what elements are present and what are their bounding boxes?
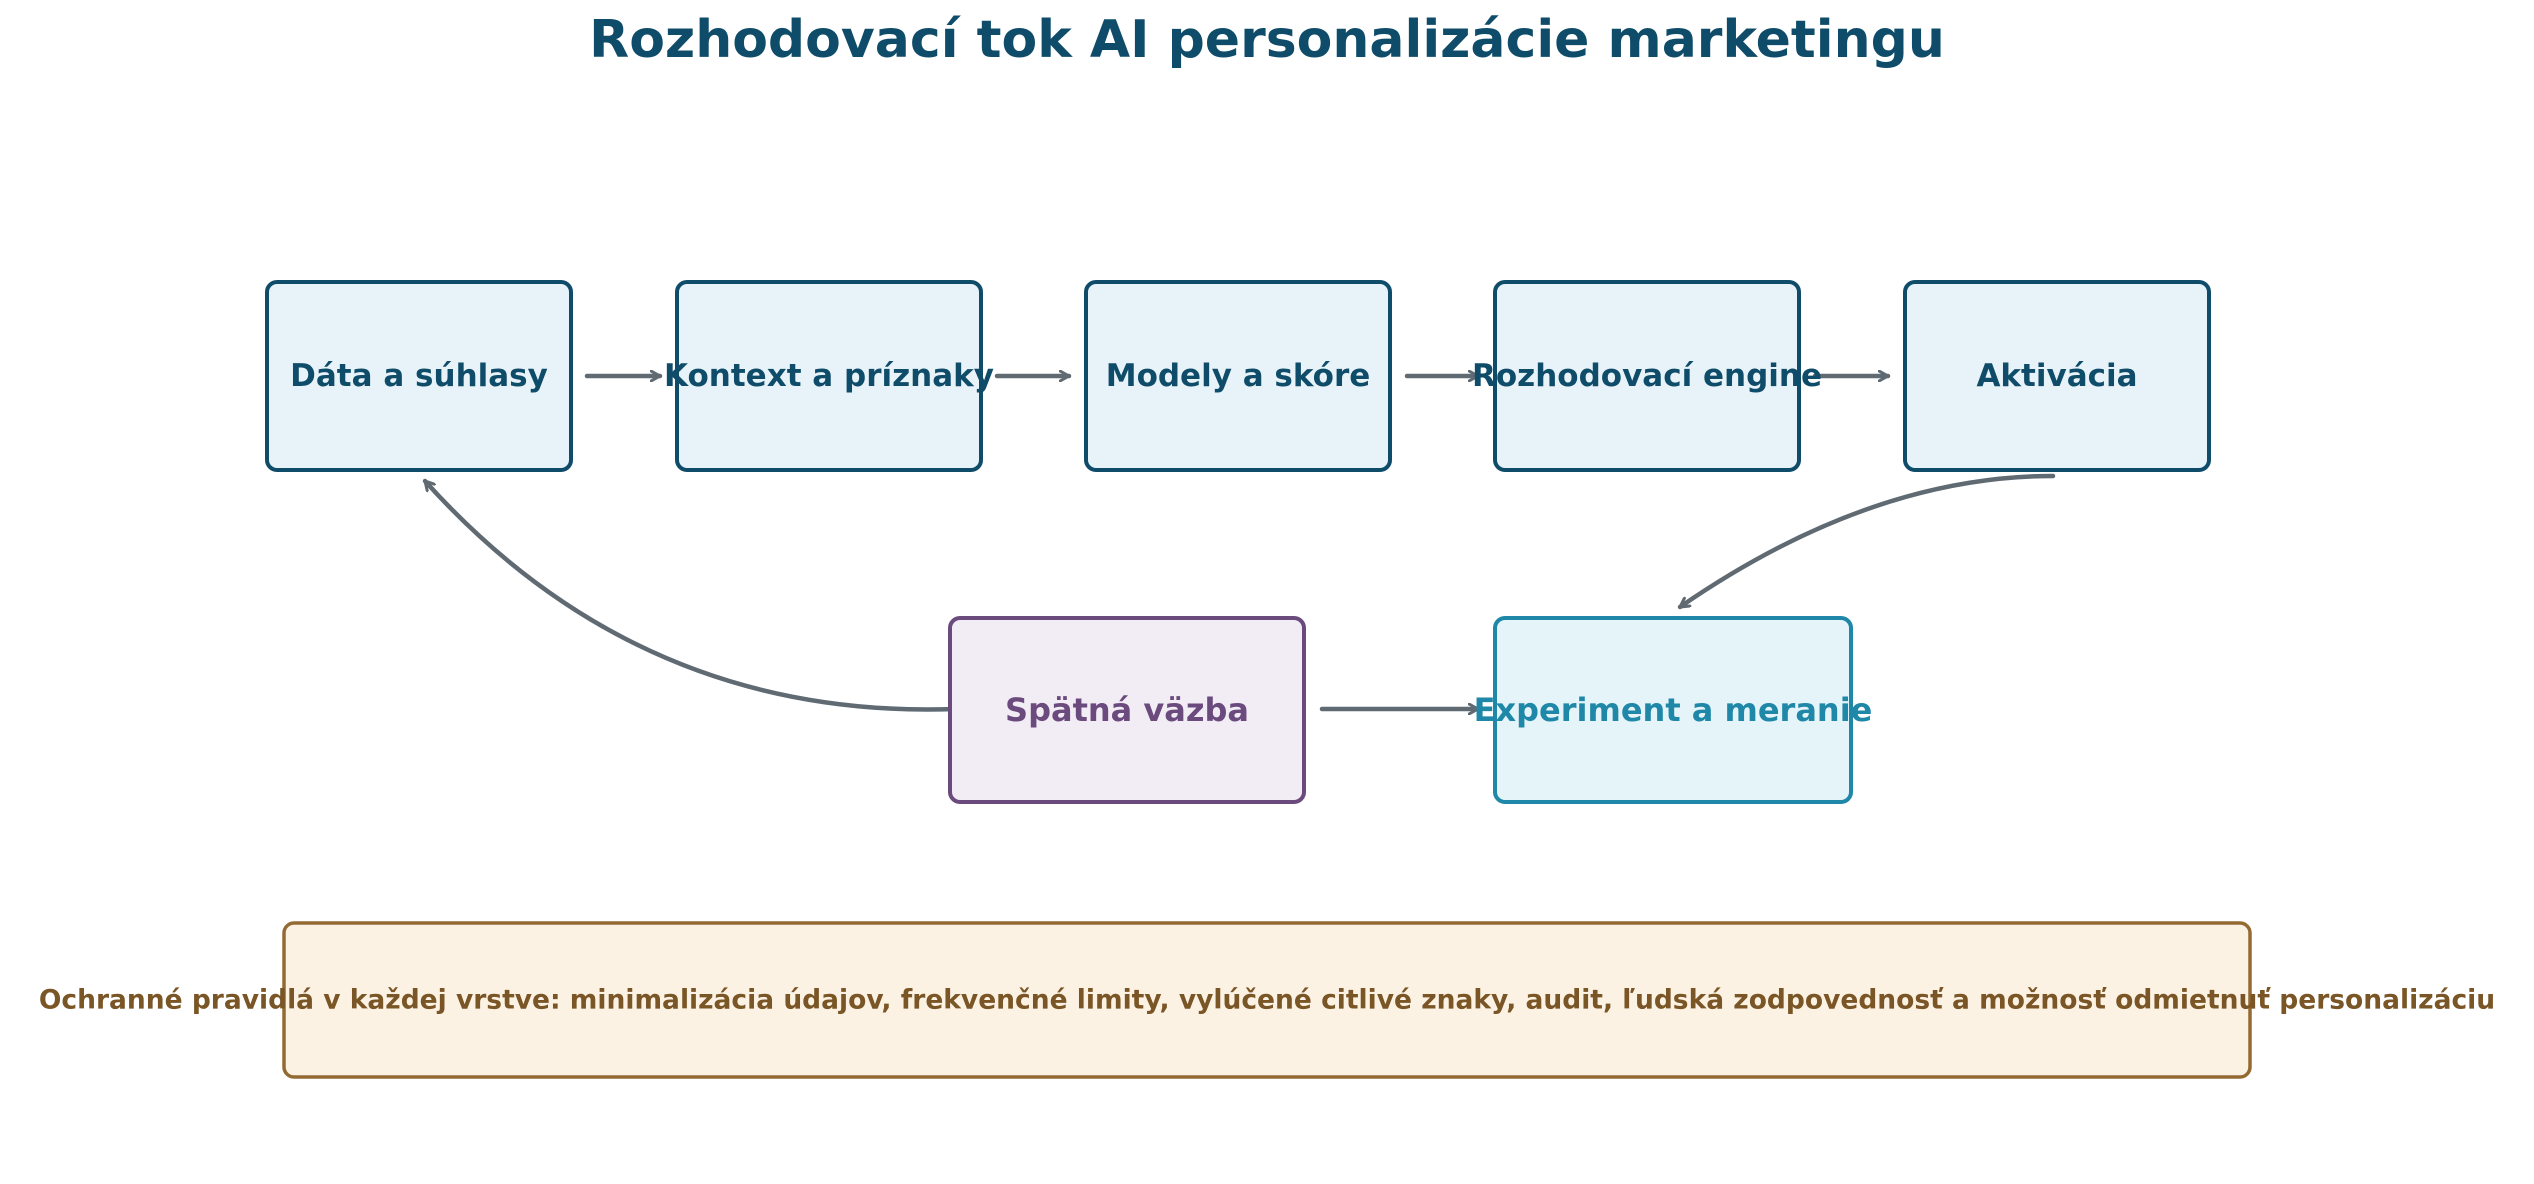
node-label: Aktivácia — [1976, 358, 2137, 394]
node-engine: Rozhodovací engine — [1472, 280, 1822, 472]
guardrail-text: Ochranné pravidlá v každej vrstve: minim… — [39, 985, 2495, 1016]
node-label: Rozhodovací engine — [1472, 358, 1822, 394]
edge-feedback-to-data — [422, 478, 958, 712]
guardrail-layer: Ochranné pravidlá v každej vrstve: minim… — [39, 921, 2495, 1079]
node-data: Dáta a súhlasy — [265, 280, 573, 472]
node-label: Kontext a príznaky — [664, 358, 994, 394]
node-box — [948, 616, 1306, 804]
guardrail-box — [282, 921, 2252, 1079]
node-box — [1903, 280, 2211, 472]
node-label: Dáta a súhlasy — [290, 358, 548, 394]
node-activation: Aktivácia — [1903, 280, 2211, 472]
edge-activation-to-experiment — [1677, 473, 2056, 610]
node-box — [1493, 616, 1853, 804]
node-label: Spätná väzba — [1005, 691, 1249, 729]
node-experiment: Experiment a meranie — [1474, 616, 1873, 804]
node-feedback: Spätná väzba — [948, 616, 1306, 804]
diagram-title: Rozhodovací tok AI personalizácie market… — [589, 10, 1945, 70]
node-box — [1493, 280, 1801, 472]
node-models: Modely a skóre — [1084, 280, 1392, 472]
nodes-layer: Dáta a súhlasy Kontext a príznaky Modely a… — [265, 280, 2211, 804]
node-box — [1084, 280, 1392, 472]
node-box — [675, 280, 983, 472]
node-box — [265, 280, 573, 472]
node-label: Modely a skóre — [1106, 358, 1371, 394]
node-context: Kontext a príznaky — [664, 280, 994, 472]
edges-layer — [422, 376, 2056, 712]
node-label: Experiment a meranie — [1474, 691, 1873, 729]
